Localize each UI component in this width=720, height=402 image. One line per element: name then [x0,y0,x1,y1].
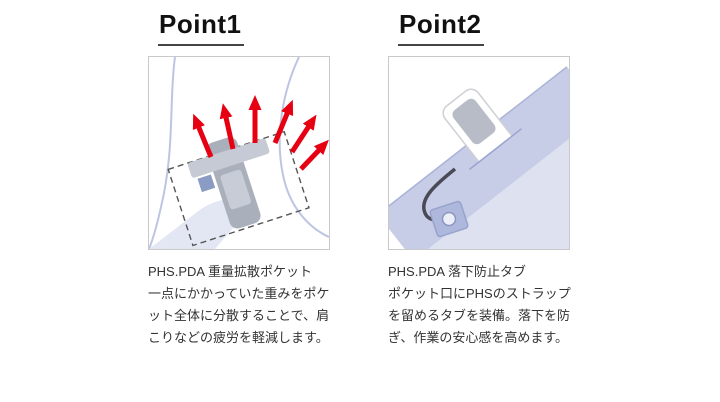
point2-illustration-panel [388,55,570,250]
caption-line: こりなどの疲労を軽減します。 [148,329,329,345]
caption-line: を留めるタブを装備。落下を防 [388,307,571,323]
point1-column: Point1 [148,9,332,349]
phs-device-icon [442,88,540,193]
point1-illustration-panel [148,55,330,250]
fall-prevention-tab-illustration [389,66,569,249]
point2-column: Point2 [388,9,572,349]
point1-caption: PHS.PDA 重量拡散ポケット 一点にかかっていた重みをポケ ット全体に分散す… [148,261,332,349]
snap-tab-icon [429,200,469,238]
caption-line: ット全体に分散することで、肩 [148,307,330,323]
weight-dispersion-pocket-illustration [149,56,329,249]
point1-heading: Point1 [158,9,245,46]
point2-heading: Point2 [398,9,485,46]
caption-line: PHS.PDA 重量拡散ポケット [148,263,312,279]
caption-line: PHS.PDA 落下防止タブ [388,263,526,279]
point2-caption: PHS.PDA 落下防止タブ ポケット口にPHSのストラップ を留めるタブを装備… [388,261,572,349]
caption-line: ぎ、作業の安心感を高めます。 [388,329,569,345]
phs-device-icon [187,137,270,229]
caption-line: ポケット口にPHSのストラップ [388,285,571,301]
garment-outline [149,56,329,249]
weight-spread-arrows-icon [192,94,329,171]
caption-line: 一点にかかっていた重みをポケ [148,285,330,301]
